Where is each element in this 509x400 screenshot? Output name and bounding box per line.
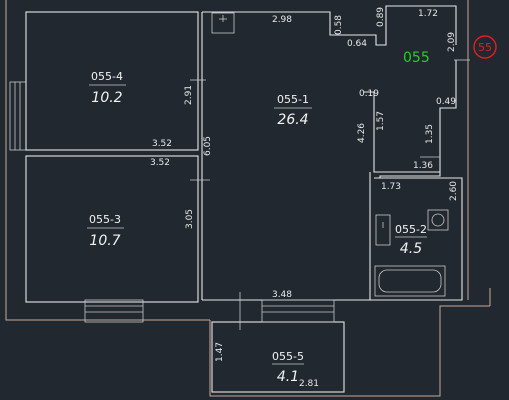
dimension-label: 2.09 [447,32,457,52]
dimension-label: 1.47 [215,342,225,362]
dimension-label: 0.49 [436,97,456,107]
dimension-label: 1.36 [413,161,433,171]
outer-outline [5,0,491,397]
dimension-label: 3.52 [152,139,172,149]
walls [25,5,463,393]
room-area: 4.1 [277,369,299,385]
dimension-label: 2.60 [449,181,459,201]
window-left [9,81,27,151]
dimension-label: 3.05 [185,209,195,229]
dimension-label: 0.89 [376,7,386,27]
dimension-label: 1.72 [418,9,438,19]
room-code: 055-5 [272,350,304,363]
fixtures [211,12,449,297]
apartment-number: 055 [403,50,430,66]
dimension-label: 1.73 [381,182,401,192]
room-area: 4.5 [400,241,422,257]
room-code: 055-2 [395,223,427,236]
dimension-label: 2.81 [299,379,319,389]
dimension-label: 3.52 [150,158,170,168]
room-055-1: 055-1 26.4 [274,93,312,128]
room-055-3: 055-3 10.7 [87,213,124,249]
room-area: 10.7 [89,233,120,249]
dimension-label: 2.91 [184,85,194,105]
dimension-label: 2.98 [272,15,292,25]
room-055-5: 055-5 4.1 [272,350,304,385]
room-055-2: 055-2 4.5 [395,223,427,257]
window-bottom-left [84,299,144,323]
apartment-badge-label: 55 [478,41,492,54]
room-code: 055-1 [277,93,309,106]
apartment-badge: 55 [473,35,497,59]
dimension-label: 0.19 [359,89,379,99]
room-area: 26.4 [277,112,308,128]
dimension-labels: 2.98 0.58 0.64 0.89 1.72 2.09 2.91 0.19 … [150,7,459,389]
dimension-label: 3.48 [272,290,292,300]
dimension-label: 0.64 [347,39,367,49]
room-055-4: 055-4 10.2 [89,70,126,106]
dimension-lines [190,59,470,330]
dimension-label: 1.35 [425,124,435,144]
dimension-label: 1.57 [376,111,386,131]
dimension-label: 6.05 [203,136,213,156]
room-area: 10.2 [91,90,122,106]
window-bottom-center [261,299,335,323]
dimension-label: 4.26 [357,123,367,143]
room-code: 055-3 [89,213,121,226]
dimension-label: 0.58 [334,15,344,35]
room-code: 055-4 [91,70,123,83]
